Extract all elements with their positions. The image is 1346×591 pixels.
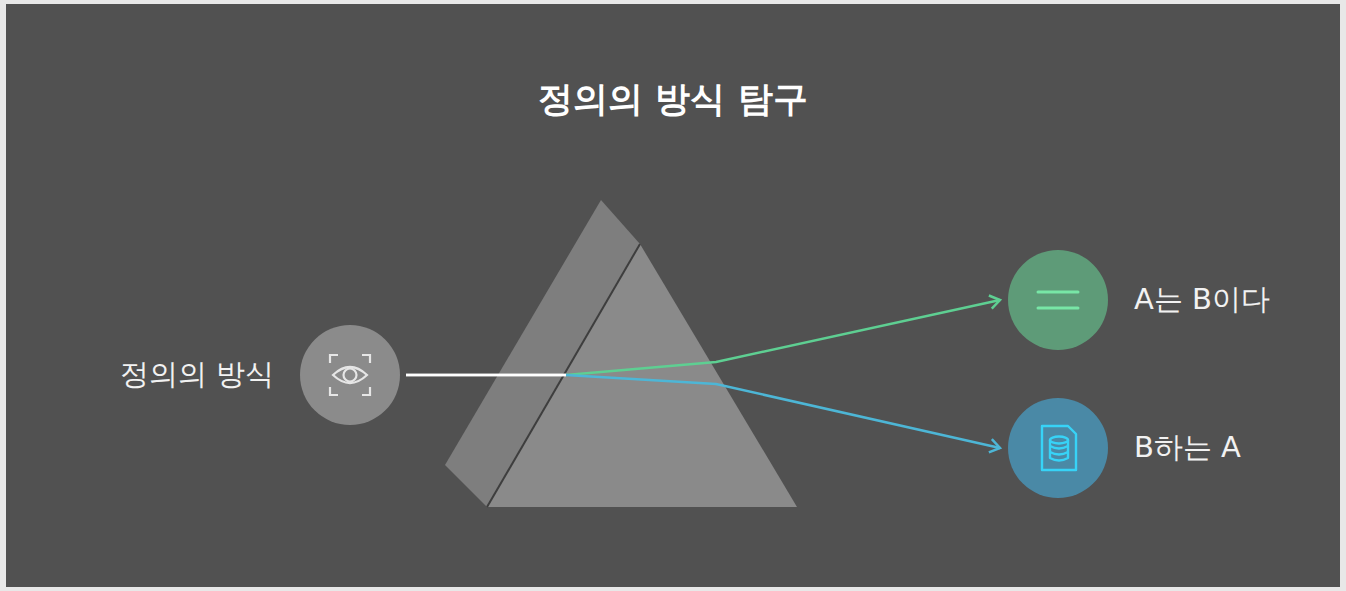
light-ray-connector xyxy=(406,295,1000,375)
labelled-circle-node: 정의의 방식 xyxy=(120,325,400,425)
node-label: A는 B이다 xyxy=(1134,280,1270,320)
equals-circle xyxy=(1008,250,1108,350)
incoming-ray xyxy=(406,374,566,377)
database-circle xyxy=(1008,398,1108,498)
node-icon xyxy=(1008,250,1108,350)
labelled-circle-node: B하는 A xyxy=(1008,398,1241,498)
node-icon xyxy=(1008,398,1108,498)
refracted-ray xyxy=(566,300,1000,375)
diagram-title: 정의의 방식 탐구 xyxy=(6,76,1340,123)
incoming-ray xyxy=(406,374,566,377)
arrow-head xyxy=(989,295,1000,308)
arrow-head xyxy=(989,439,1000,452)
labelled-circle-node: A는 B이다 xyxy=(1008,250,1270,350)
background-panel: 정의의 방식 탐구정의의 방식 A는 B이다 B하는 A xyxy=(6,4,1340,587)
light-ray-connector xyxy=(406,375,1000,452)
node-label: 정의의 방식 xyxy=(120,355,274,395)
eye-circle xyxy=(300,325,400,425)
refracted-ray xyxy=(566,375,1000,448)
node-icon xyxy=(300,325,400,425)
node-label: B하는 A xyxy=(1134,428,1241,468)
